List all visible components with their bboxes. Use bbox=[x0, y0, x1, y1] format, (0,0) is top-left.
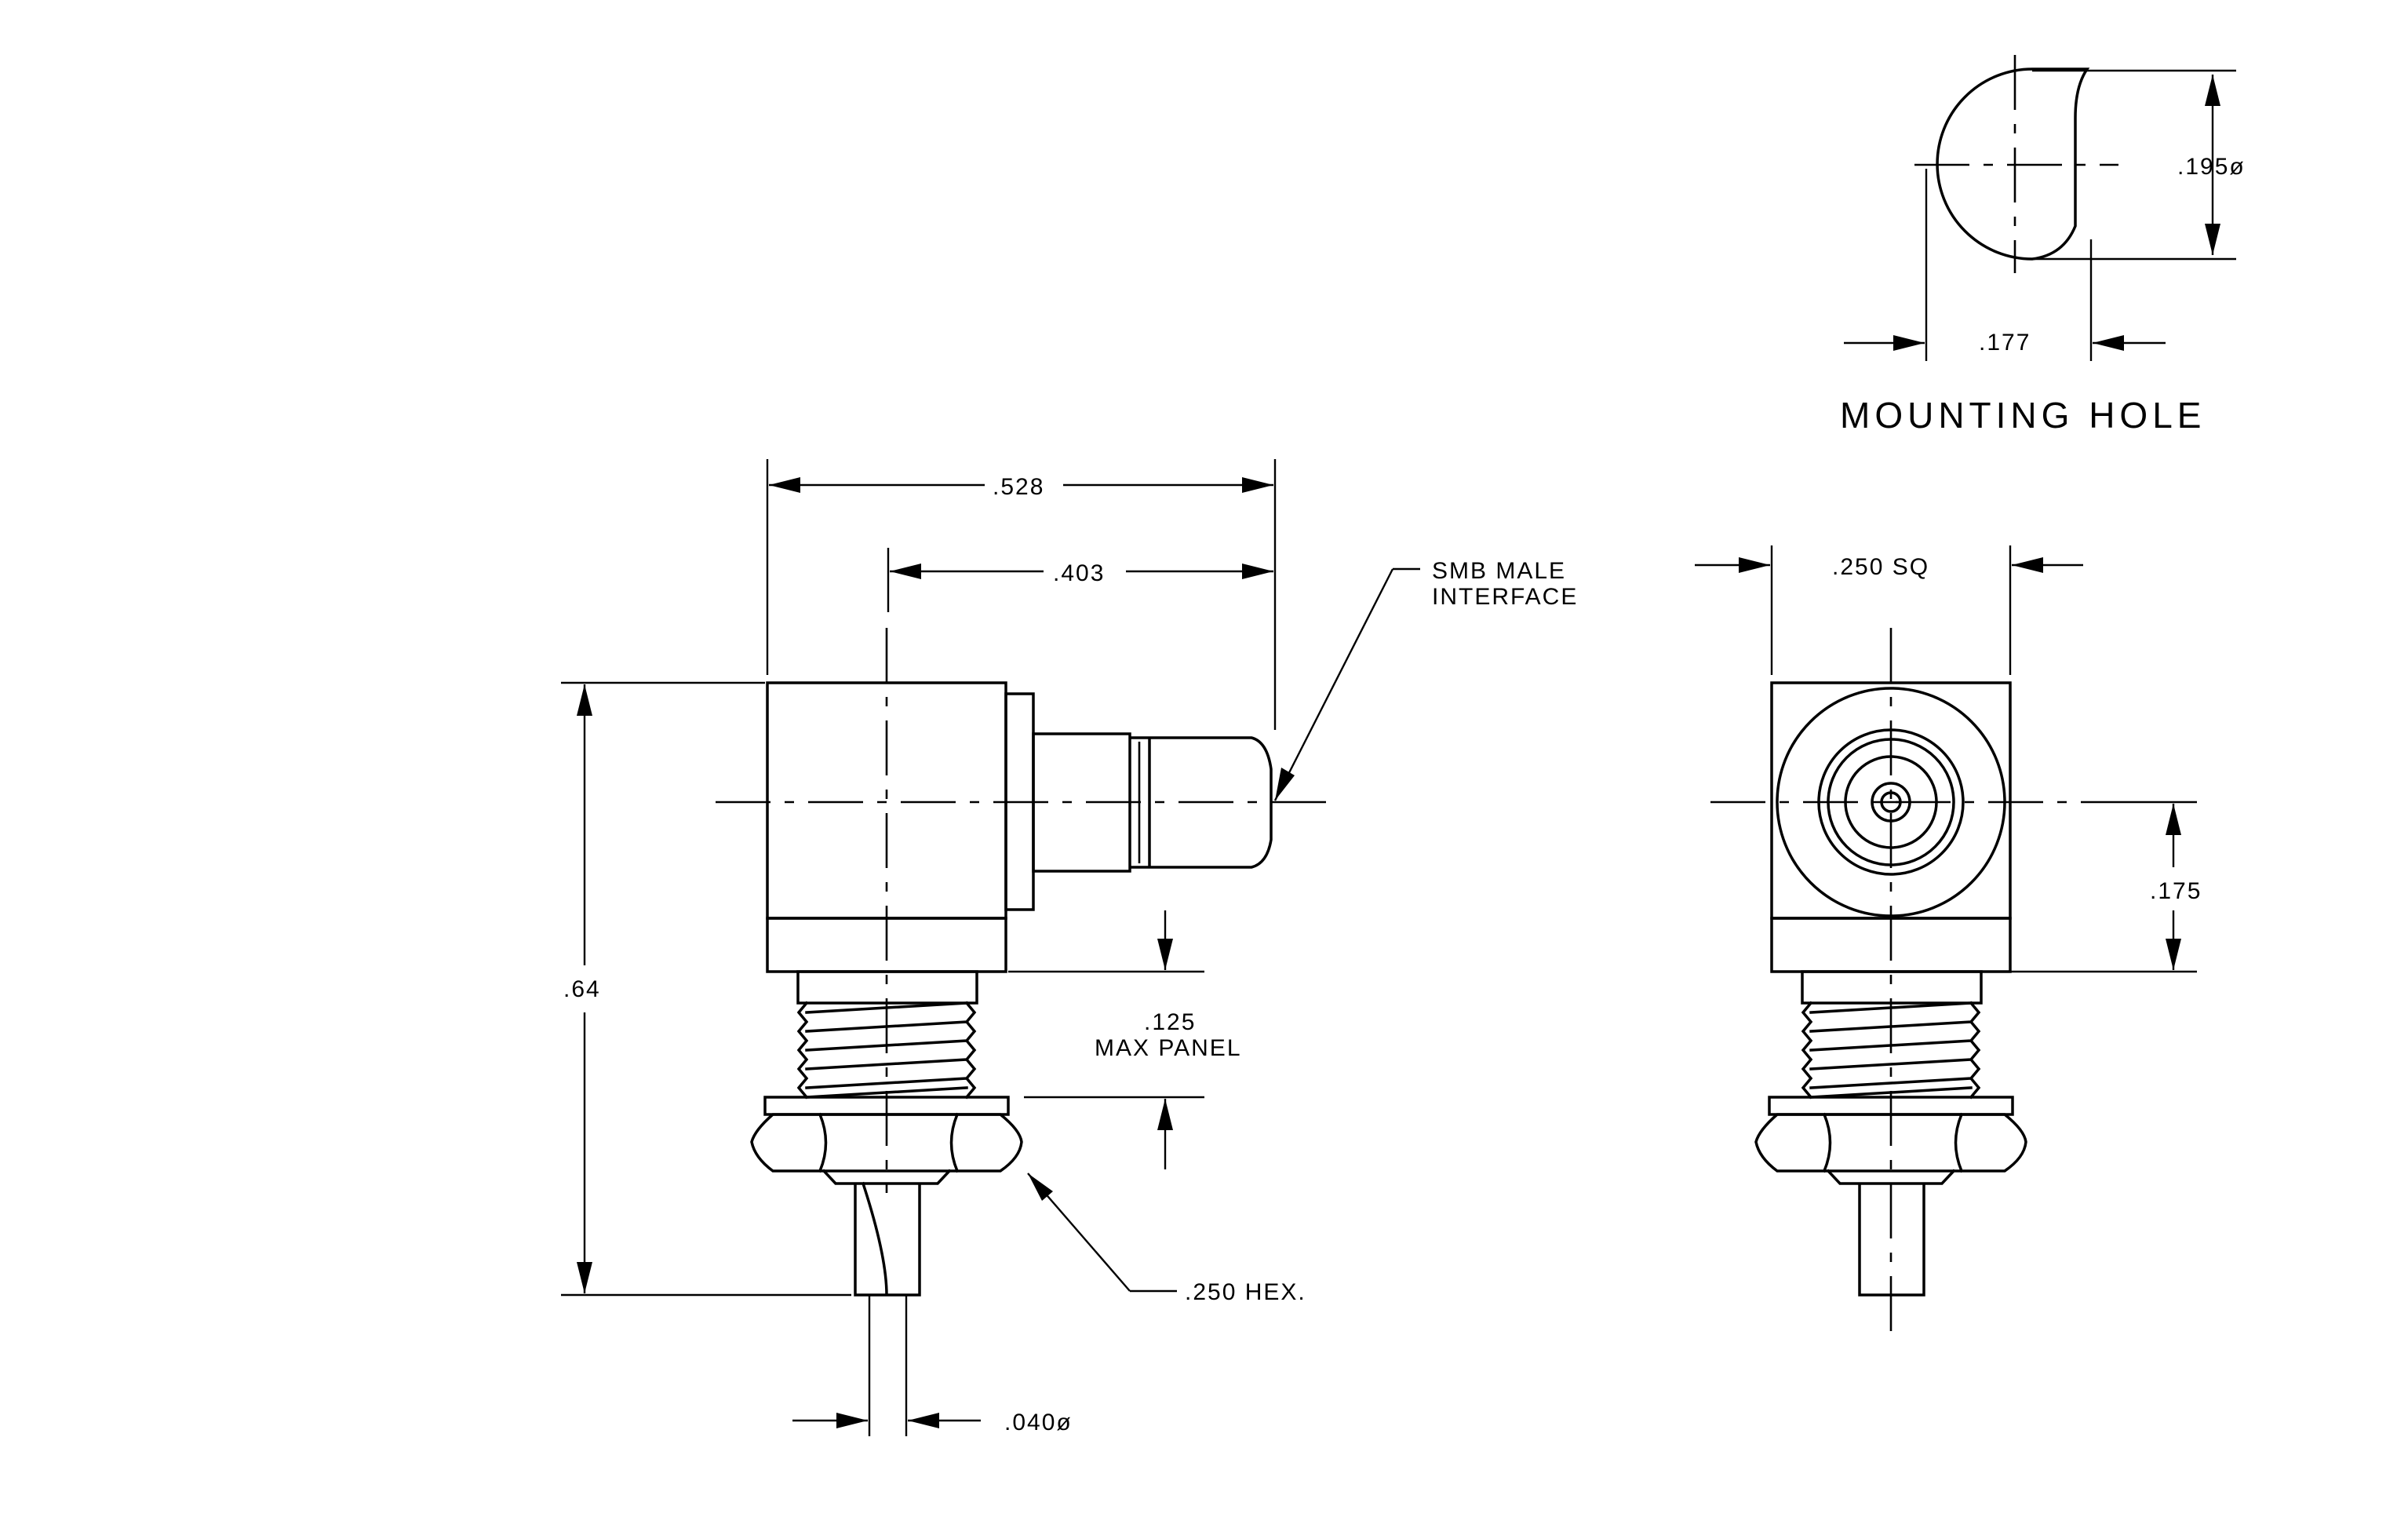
mounting-hole-flat-dim: .177 bbox=[1979, 330, 2031, 356]
interface-callout-line2: INTERFACE bbox=[1432, 584, 1578, 610]
overall-height-dim: .64 bbox=[563, 976, 601, 1002]
pin-diameter-dim: .040ø bbox=[1004, 1410, 1073, 1435]
mounting-hole-outline bbox=[1936, 67, 2090, 261]
front-view: .250 SQ .175 bbox=[1695, 545, 2202, 1342]
panel-dim-line2: MAX PANEL bbox=[1095, 1035, 1242, 1061]
mounting-hole-title: MOUNTING HOLE bbox=[1840, 395, 2206, 436]
interface-callout-line1: SMB MALE bbox=[1432, 558, 1566, 584]
square-size-dim: .250 SQ bbox=[1832, 554, 1929, 580]
hex-callout: .250 HEX. bbox=[1185, 1279, 1306, 1305]
center-height-dim: .175 bbox=[2150, 878, 2202, 904]
overall-length-dim: .528 bbox=[993, 474, 1044, 500]
interface-length-dim: .403 bbox=[1053, 560, 1105, 586]
mounting-hole-diameter-dim: .195ø bbox=[2177, 154, 2246, 180]
hex-nut bbox=[750, 1112, 1023, 1173]
smb-interface-barrel bbox=[1032, 732, 1273, 873]
side-view: .040ø .528 .403 SMB MALE INTERFACE .64 bbox=[561, 459, 1578, 1436]
mounting-hole-view: .195ø .177 MOUNTING HOLE bbox=[1840, 55, 2246, 436]
panel-dim-line1: .125 bbox=[1144, 1009, 1196, 1035]
front-hex-nut bbox=[1754, 1112, 2027, 1173]
